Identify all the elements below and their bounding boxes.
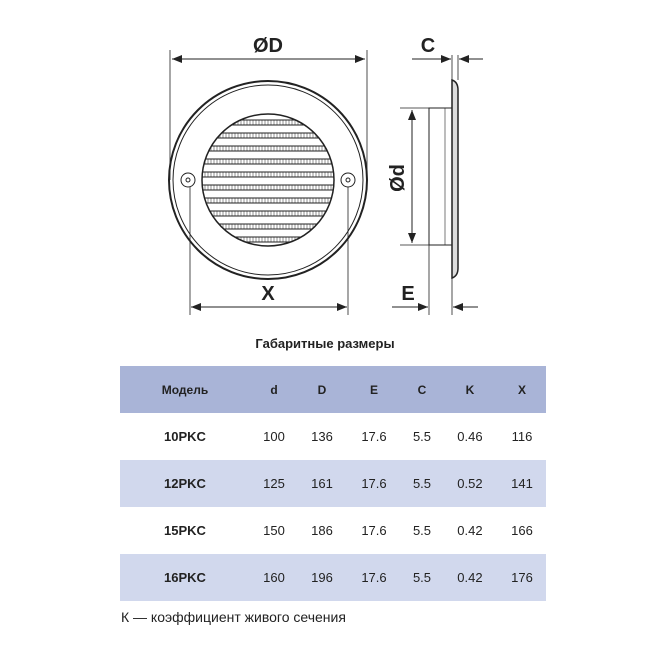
value-cell: 116 — [511, 429, 533, 444]
table-header-row: Модель d D E C K X — [120, 366, 546, 413]
value-cell: 5.5 — [401, 460, 442, 507]
dimension-label-C: C — [421, 35, 435, 57]
header-cell: D — [298, 366, 346, 413]
value-cell: 0.42 — [441, 554, 498, 601]
value-cell: 0.42 — [457, 523, 483, 538]
value-cell: 186 — [311, 523, 333, 538]
dimension-label-D: ØD — [253, 35, 283, 57]
header-cell: E — [346, 366, 402, 413]
side-view — [392, 55, 483, 315]
value-cell: 161 — [298, 460, 346, 507]
model-cell: 16PKC — [120, 554, 250, 601]
dimension-label-X: X — [261, 283, 275, 305]
model-cell: 10PKC — [164, 429, 206, 444]
value-cell: 150 — [263, 523, 285, 538]
value-cell: 0.46 — [457, 429, 483, 444]
header-cell: K — [441, 366, 498, 413]
value-cell: 17.6 — [346, 554, 402, 601]
value-cell: 196 — [298, 554, 346, 601]
value-cell: 0.52 — [441, 460, 498, 507]
header-cell: Модель — [120, 366, 250, 413]
grille-drawing: ØD X C E Ød — [168, 35, 483, 315]
dimension-label-E: E — [401, 283, 414, 305]
front-view — [168, 50, 368, 315]
header-cell: C — [401, 366, 442, 413]
value-cell: 136 — [311, 429, 333, 444]
value-cell: 125 — [250, 460, 298, 507]
value-cell: 166 — [511, 523, 533, 538]
model-cell: 15PKC — [164, 523, 206, 538]
value-cell: 160 — [250, 554, 298, 601]
footnote: К — коэффициент живого сечения — [121, 609, 346, 625]
value-cell: 5.5 — [412, 523, 432, 538]
value-cell: 141 — [497, 460, 546, 507]
value-cell: 17.6 — [346, 460, 402, 507]
table-row: 15PKC 150 186 17.6 5.5 0.42 166 — [120, 507, 546, 554]
header-cell: X — [497, 366, 546, 413]
value-cell: 5.5 — [412, 429, 432, 444]
value-cell: 100 — [263, 429, 285, 444]
model-cell: 12PKC — [120, 460, 250, 507]
table-row: 10PKC 100 136 17.6 5.5 0.46 116 — [120, 413, 546, 460]
value-cell: 5.5 — [401, 554, 442, 601]
dimension-label-d: Ød — [387, 164, 409, 192]
header-cell: d — [250, 366, 298, 413]
value-cell: 17.6 — [361, 523, 387, 538]
value-cell: 176 — [497, 554, 546, 601]
value-cell: 17.6 — [361, 429, 387, 444]
table-title: Габаритные размеры — [255, 336, 395, 351]
